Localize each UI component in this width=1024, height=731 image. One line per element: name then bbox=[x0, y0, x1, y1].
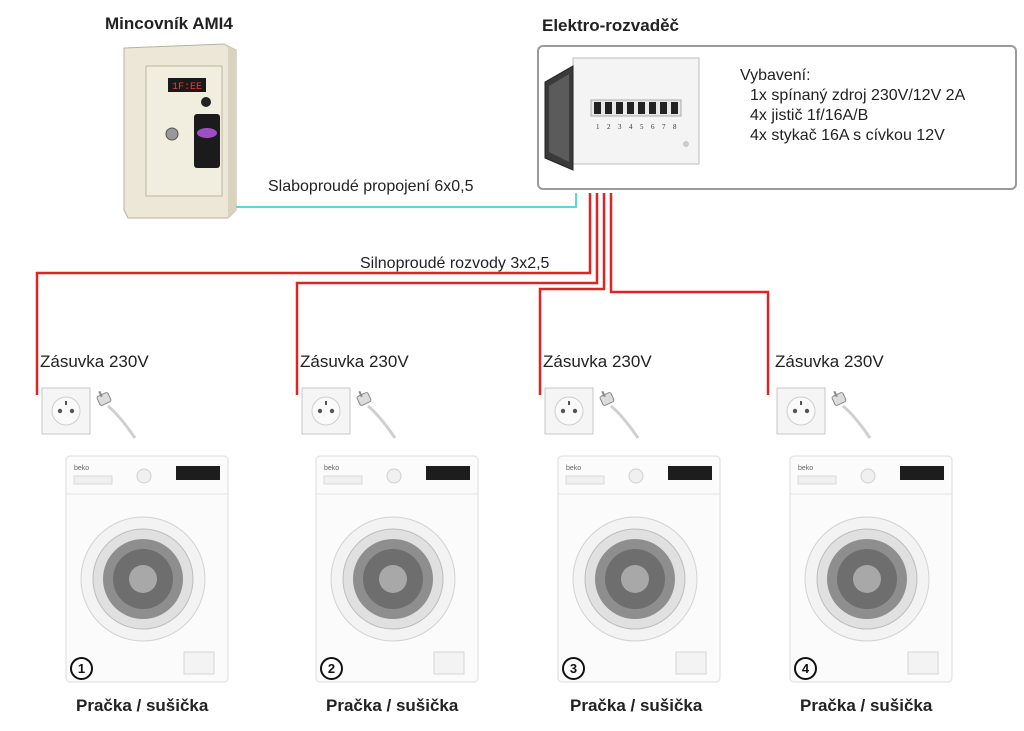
machine-label: Pračka / sušička bbox=[76, 696, 209, 715]
svg-text:beko: beko bbox=[74, 465, 89, 472]
socket-plug-icon bbox=[41, 387, 137, 439]
svg-text:beko: beko bbox=[566, 465, 581, 472]
washing-machine-illustration: beko bbox=[557, 455, 721, 683]
power-wire-3 bbox=[538, 193, 606, 395]
low-voltage-wire bbox=[213, 193, 577, 208]
socket-plug-icon bbox=[301, 387, 397, 439]
breaker-number: 3 bbox=[618, 123, 622, 131]
unit-number-badge: 3 bbox=[562, 657, 585, 680]
power-wire-1 bbox=[35, 193, 592, 395]
unit-number-badge: 2 bbox=[320, 657, 343, 680]
breaker-number: 4 bbox=[629, 123, 633, 131]
washing-machine-illustration: beko bbox=[65, 455, 229, 683]
machine-label: Pračka / sušička bbox=[326, 696, 459, 715]
breaker-number: 2 bbox=[607, 123, 611, 131]
unit-number-badge: 1 bbox=[70, 657, 93, 680]
breaker-number: 6 bbox=[651, 123, 655, 131]
equipment-item: 1x spínaný zdroj 230V/12V 2A bbox=[750, 87, 966, 104]
socket-plug-icon bbox=[776, 387, 872, 439]
equipment-item: 4x jistič 1f/16A/B bbox=[750, 107, 869, 124]
socket-label: Zásuvka 230V bbox=[40, 352, 149, 371]
low-voltage-label: Slaboproudé propojení 6x0,5 bbox=[268, 178, 474, 195]
socket-label: Zásuvka 230V bbox=[775, 352, 884, 371]
equipment-title: Vybavení: bbox=[740, 67, 811, 84]
breaker-number: 5 bbox=[640, 123, 644, 131]
equipment-list: Vybavení: 1x spínaný zdroj 230V/12V 2A 4… bbox=[740, 66, 965, 146]
svg-text:beko: beko bbox=[798, 465, 813, 472]
svg-text:beko: beko bbox=[324, 465, 339, 472]
breaker-number: 8 bbox=[673, 123, 677, 131]
power-wire-2 bbox=[295, 193, 599, 395]
machine-label: Pračka / sušička bbox=[570, 696, 703, 715]
coin-box-illustration: 1F:EE bbox=[123, 43, 237, 219]
breaker-number: 7 bbox=[662, 123, 666, 131]
equipment-item: 4x stykač 16A s cívkou 12V bbox=[750, 127, 945, 144]
breaker-number: 1 bbox=[596, 123, 600, 131]
coin-display: 1F:EE bbox=[172, 82, 202, 93]
unit-number-badge: 4 bbox=[794, 657, 817, 680]
socket-plug-icon bbox=[544, 387, 640, 439]
panel-title: Elektro-rozvaděč bbox=[542, 16, 679, 35]
socket-label: Zásuvka 230V bbox=[543, 352, 652, 371]
power-wire-4 bbox=[609, 193, 770, 395]
coin-box-title: Mincovník AMI4 bbox=[105, 14, 233, 33]
washing-machine-illustration: beko bbox=[789, 455, 953, 683]
machine-label: Pračka / sušička bbox=[800, 696, 933, 715]
washing-machine-illustration: beko bbox=[315, 455, 479, 683]
power-label: Silnoproudé rozvody 3x2,5 bbox=[360, 255, 550, 272]
socket-label: Zásuvka 230V bbox=[300, 352, 409, 371]
